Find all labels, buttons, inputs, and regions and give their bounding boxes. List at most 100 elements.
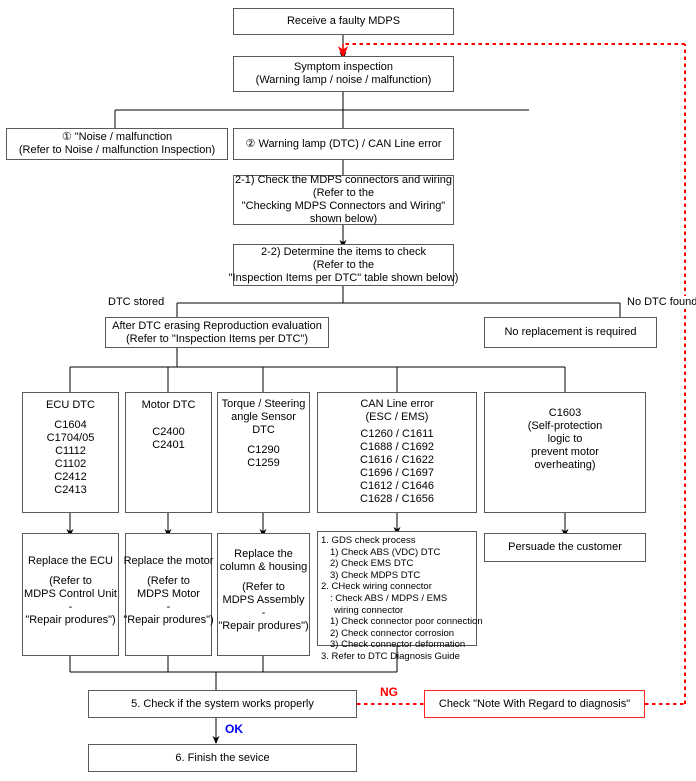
node-no-replacement-required: No replacement is required <box>484 317 657 348</box>
node-branch2-line1: ② Warning lamp (DTC) / CAN Line error <box>245 137 442 150</box>
node-c1603-line1: C1603 <box>548 407 582 419</box>
node-can-line-error-dtc: CAN Line error (ESC / EMS) C1260 / C1611… <box>317 392 477 513</box>
gds-line: 1. GDS check process <box>321 535 416 546</box>
node-motor-dtc-code: C2400 <box>152 426 185 438</box>
node-ecu-dtc-code: C1604 <box>54 419 87 431</box>
node-ecu-dtc-code: C2413 <box>54 484 87 496</box>
node-branch1-line2: (Refer to Noise / malfunction Inspection… <box>18 144 216 156</box>
node-replace-ecu-line5: "Repair produres") <box>25 614 116 626</box>
node-symptom-line1: Symptom inspection <box>293 61 394 73</box>
node-step21-line4: shown below) <box>309 213 378 225</box>
node-step21-line3: "Checking MDPS Connectors and Wiring" <box>241 200 446 212</box>
node-receive-line1: Receive a faulty MDPS <box>286 15 401 27</box>
node-ecu-dtc-code: C1112 <box>55 445 86 457</box>
node-can-dtc-code: C1616 / C1622 <box>360 454 434 466</box>
gds-line: 2) Check EMS DTC <box>330 558 414 570</box>
node-step21-line1: 2-1) Check the MDPS connectors and wirin… <box>234 174 453 186</box>
node-can-dtc-code: C1260 / C1611 <box>360 428 434 440</box>
label-dtc-stored: DTC stored <box>106 296 167 309</box>
node-c1603-line3: logic to <box>547 433 583 445</box>
node-step6-line1: 6. Finish the sevice <box>175 751 270 764</box>
node-motor-dtc-heading: Motor DTC <box>141 399 196 411</box>
node-step21-line2: (Refer to the <box>312 187 375 199</box>
node-replace-ecu-line4: - <box>68 601 73 613</box>
node-step-2-1: 2-1) Check the MDPS connectors and wirin… <box>233 174 454 225</box>
node-step22-line1: 2-2) Determine the items to check <box>260 245 427 258</box>
node-step-6-finish-service: 6. Finish the sevice <box>88 744 357 772</box>
node-torque-dtc-heading1: Torque / Steering <box>221 398 306 410</box>
node-step22-line2: (Refer to the <box>312 258 375 271</box>
node-torque-dtc-heading3: DTC <box>252 424 275 436</box>
node-gds-check-process: 1. GDS check process 1) Check ABS (VDC) … <box>317 531 483 662</box>
node-replace-motor: Replace the motor (Refer to MDPS Motor -… <box>123 533 214 656</box>
node-replace-column-line4: MDPS Assembly <box>222 594 305 606</box>
node-can-dtc-code: C1696 / C1697 <box>360 467 434 479</box>
node-after-dtc-erasing: After DTC erasing Reproduction evaluatio… <box>105 317 329 348</box>
node-step22-line3: "Inspection Items per DTC" table shown b… <box>228 271 459 284</box>
gds-line: 2. CHeck wiring connector <box>321 581 432 593</box>
node-ecu-dtc-code: C1704/05 <box>46 432 95 444</box>
node-after-erase-line1: After DTC erasing Reproduction evaluatio… <box>112 319 322 332</box>
node-branch-noise-malfunction: ① "Noise / malfunction (Refer to Noise /… <box>6 128 228 160</box>
node-step5-line1: 5. Check if the system works properly <box>131 697 314 710</box>
node-replace-motor-line4: - <box>166 601 171 613</box>
node-ecu-dtc-code: C1102 <box>54 458 87 470</box>
gds-line: 1) Check ABS (VDC) DTC <box>330 546 441 558</box>
node-after-erase-line2: (Refer to "Inspection Items per DTC") <box>125 332 309 345</box>
node-motor-dtc-code: C2401 <box>152 439 185 451</box>
node-ecu-dtc: ECU DTC C1604 C1704/05 C1112 C1102 C2412… <box>22 392 119 513</box>
node-replace-motor-line2: (Refer to <box>147 575 190 587</box>
node-replace-column-line3: (Refer to <box>242 581 285 593</box>
node-can-dtc-heading2: (ESC / EMS) <box>365 411 429 423</box>
gds-line: 3) Check connector deformation <box>330 639 466 651</box>
node-symptom-inspection: Symptom inspection (Warning lamp / noise… <box>233 56 454 92</box>
node-replace-ecu-line1: Replace the ECU <box>28 555 113 567</box>
node-replace-motor-line1: Replace the motor <box>123 555 214 567</box>
node-replace-column-housing: Replace the column & housing (Refer to M… <box>217 533 310 656</box>
gds-line: 3) Check MDPS DTC <box>330 569 421 581</box>
node-can-dtc-code: C1628 / C1656 <box>360 493 434 505</box>
node-symptom-line2: (Warning lamp / noise / malfunction) <box>255 74 432 86</box>
node-replace-column-line6: "Repair produres") <box>218 620 309 632</box>
node-replace-motor-line5: "Repair produres") <box>123 614 214 626</box>
gds-line: wiring connector <box>334 604 404 616</box>
node-can-dtc-code: C1612 / C1646 <box>360 480 434 492</box>
node-c1603-line4: prevent motor <box>531 446 599 458</box>
gds-line: 2) Check connector corrosion <box>330 627 455 639</box>
gds-line: 1) Check connector poor connection <box>330 616 483 628</box>
node-torque-steering-sensor-dtc: Torque / Steering angle Sensor DTC C1290… <box>217 392 310 513</box>
node-motor-dtc: Motor DTC C2400 C2401 <box>125 392 212 513</box>
node-note-line1: Check "Note With Regard to diagnosis" <box>438 697 631 710</box>
node-receive-faulty-mdps: Receive a faulty MDPS <box>233 8 454 35</box>
label-ng: NG <box>378 685 400 699</box>
node-no-replacement-line1: No replacement is required <box>504 326 637 338</box>
node-step-5-check-system: 5. Check if the system works properly <box>88 690 357 718</box>
label-no-dtc-found: No DTC found <box>625 296 696 309</box>
node-c1603-line2: (Self-protection <box>527 420 603 432</box>
node-replace-ecu-line3: MDPS Control Unit <box>24 588 117 600</box>
gds-line: : Check ABS / MDPS / EMS <box>330 592 448 604</box>
node-ecu-dtc-heading: ECU DTC <box>46 399 95 411</box>
node-persuade-line1: Persuade the customer <box>508 541 622 553</box>
node-replace-ecu: Replace the ECU (Refer to MDPS Control U… <box>22 533 119 656</box>
node-c1603-line5: overheating) <box>534 459 596 471</box>
label-ok: OK <box>223 722 245 736</box>
node-replace-column-line1: Replace the <box>234 548 293 560</box>
node-check-note-diagnosis: Check "Note With Regard to diagnosis" <box>424 690 645 718</box>
node-ecu-dtc-code: C2412 <box>54 471 87 483</box>
gds-line: 3. Refer to DTC Diagnosis Guide <box>321 650 460 662</box>
node-replace-column-line2: column & housing <box>219 561 308 573</box>
node-replace-motor-line3: MDPS Motor <box>137 588 200 600</box>
node-branch-warning-lamp-can: ② Warning lamp (DTC) / CAN Line error <box>233 128 454 160</box>
node-step-2-2: 2-2) Determine the items to check (Refer… <box>229 244 458 286</box>
node-can-dtc-code: C1688 / C1692 <box>360 441 434 453</box>
node-branch1-line1: ① "Noise / malfunction <box>61 131 173 143</box>
node-c1603-self-protection: C1603 (Self-protection logic to prevent … <box>484 392 646 513</box>
node-torque-dtc-heading2: angle Sensor <box>231 411 296 423</box>
node-replace-ecu-line2: (Refer to <box>49 575 92 587</box>
node-can-dtc-heading1: CAN Line error <box>360 398 434 410</box>
node-torque-dtc-code: C1259 <box>247 457 280 469</box>
node-persuade-customer: Persuade the customer <box>484 533 646 562</box>
